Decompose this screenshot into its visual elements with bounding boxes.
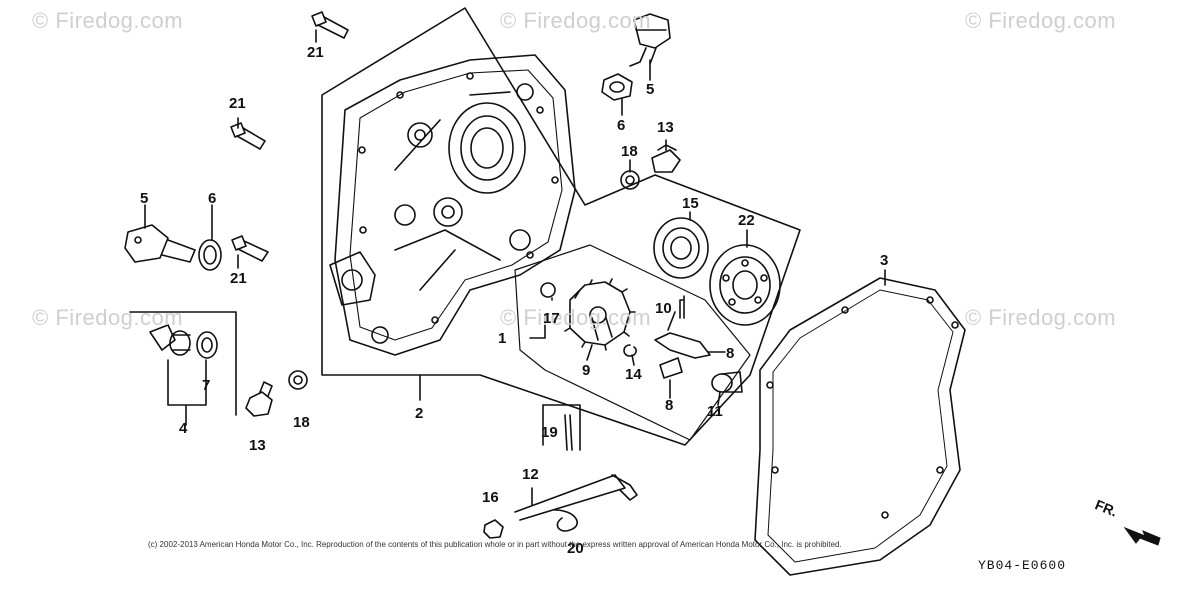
crankcase-cover xyxy=(329,54,576,356)
callout-21: 21 xyxy=(307,44,324,61)
part-9-gear xyxy=(564,278,636,351)
part-16-nut xyxy=(483,519,504,539)
callout-6: 6 xyxy=(208,190,217,207)
part-18-left xyxy=(288,370,308,390)
part-20-clip xyxy=(554,509,578,532)
bolt-21-top xyxy=(311,11,349,39)
callout-13: 13 xyxy=(249,437,266,454)
callout-5: 5 xyxy=(140,190,149,207)
watermark: © Firedog.com xyxy=(965,305,1117,330)
part-8-arm-bottom xyxy=(659,357,683,379)
callout-1: 1 xyxy=(498,330,507,347)
callout-20: 20 xyxy=(567,540,584,557)
callout-5: 5 xyxy=(646,81,655,98)
part-10-pin xyxy=(679,299,685,319)
part-4-drain-plug xyxy=(149,324,191,356)
diagram-code: YB04-E0600 xyxy=(978,558,1067,573)
callout-14: 14 xyxy=(625,366,642,383)
part-6-left xyxy=(198,239,222,271)
part-19-pin xyxy=(542,404,581,451)
callout-17: 17 xyxy=(543,310,560,327)
callout-16: 16 xyxy=(482,489,499,506)
callout-19: 19 xyxy=(541,424,558,441)
callout-18: 18 xyxy=(293,414,310,431)
watermark: © Firedog.com xyxy=(500,8,652,33)
callout-10: 10 xyxy=(655,300,672,317)
bolt-21-left xyxy=(230,122,266,150)
copyright-notice: (c) 2002-2013 American Honda Motor Co., … xyxy=(148,540,842,549)
cover-group-outline xyxy=(321,7,801,446)
callout-3: 3 xyxy=(880,252,889,269)
bolt-21-mid xyxy=(231,235,269,262)
part-14-clip xyxy=(623,344,637,357)
part-3-gasket xyxy=(754,277,966,576)
callout-15: 15 xyxy=(682,195,699,212)
callout-18: 18 xyxy=(621,143,638,160)
callout-6: 6 xyxy=(617,117,626,134)
part-7-oring xyxy=(196,331,218,359)
callout-2: 2 xyxy=(415,405,424,422)
watermark: © Firedog.com xyxy=(32,8,184,33)
callout-9: 9 xyxy=(582,362,591,379)
part-12-shaft xyxy=(514,474,638,521)
callout-21: 21 xyxy=(230,270,247,287)
watermark: © Firedog.com xyxy=(32,305,184,330)
part-5-right xyxy=(629,13,671,67)
part-5-left xyxy=(124,224,196,263)
callout-21: 21 xyxy=(229,95,246,112)
callout-13: 13 xyxy=(657,119,674,136)
callout-8: 8 xyxy=(665,397,674,414)
callout-4: 4 xyxy=(179,420,188,437)
part-22-bearing xyxy=(709,244,781,326)
callout-7: 7 xyxy=(202,377,211,394)
callout-8: 8 xyxy=(726,345,735,362)
part-15-seal xyxy=(653,217,709,279)
callout-11: 11 xyxy=(707,403,723,420)
part-17-washer xyxy=(540,282,556,298)
part-8-arm-top xyxy=(654,332,711,359)
watermark: © Firedog.com xyxy=(500,305,652,330)
front-direction-arrow xyxy=(1123,526,1161,546)
governor-group-outline xyxy=(514,244,751,441)
callout-22: 22 xyxy=(738,212,755,229)
watermark: © Firedog.com xyxy=(965,8,1117,33)
part-6-right xyxy=(601,73,633,101)
part-13-left xyxy=(245,381,273,417)
callout-12: 12 xyxy=(522,466,539,483)
part-11-shaft xyxy=(711,371,743,393)
